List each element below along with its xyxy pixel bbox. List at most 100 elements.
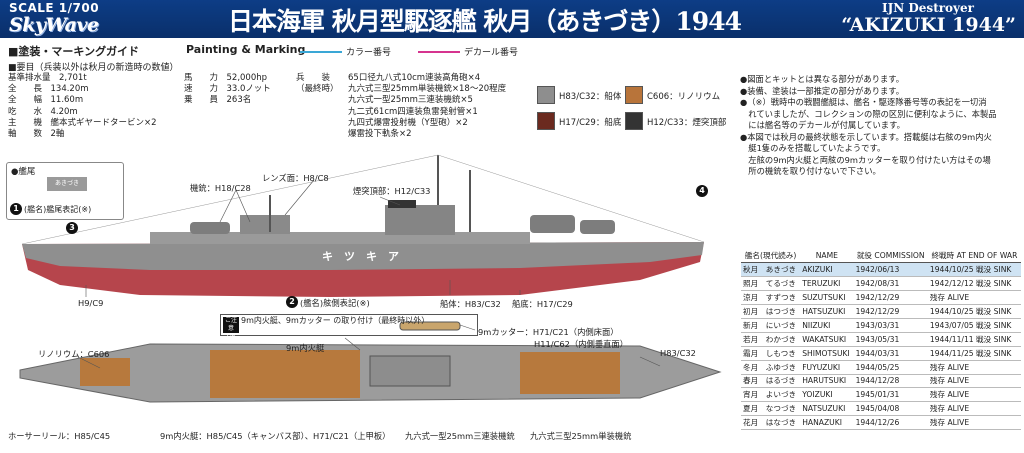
table-cell: 1942/08/31: [853, 276, 928, 292]
launch-color-label: 9m内火艇：H85/C45（キャンバス部）、H71/C21（上甲板）: [160, 431, 391, 441]
table-cell: 花月 はなづき: [741, 415, 801, 431]
callout-number-1: 1: [10, 203, 22, 215]
brand-logo: SkyWave: [9, 14, 99, 36]
col-header: NAME: [800, 249, 854, 264]
funnel-top-label: 煙突頂部：H12/C33: [353, 186, 431, 196]
table-cell: NATSUZUKI: [800, 401, 854, 417]
table-cell: 1944/10/25 戦没 SINK: [927, 262, 1021, 278]
cutter-label: 9mカッター：H71/C21（内側床面）: [478, 327, 619, 337]
callout-number-2: 2: [286, 296, 298, 308]
linoleum-deck: [80, 358, 130, 386]
bridge-shape: [240, 215, 290, 234]
table-cell: HARUTSUKI: [800, 374, 854, 389]
stern-label: ●艦尾: [11, 167, 36, 177]
deck-plan: [19, 321, 722, 403]
table-cell: 1943/03/31: [853, 318, 928, 333]
page-title: 日本海軍 秋月型駆逐艦 秋月（あきづき）1944: [228, 7, 742, 36]
spec-line: 軸 数 2軸: [8, 129, 65, 140]
note-line: ●装備、塗装は一部推定の部分があります。: [740, 85, 905, 96]
option-note: ご注意 OP 9m内火艇、9mカッター の取り付け（最終時以外）: [220, 314, 478, 340]
spec-line: 九六式一型25mm三連装機銃×5: [348, 95, 473, 106]
turret-shape: [530, 215, 575, 233]
swatch-hull: [537, 86, 555, 104]
hull-label: 船体：H83/C32: [440, 299, 501, 309]
spec-line: 九四式爆雷投射機（Y型砲）×2: [348, 117, 468, 128]
table-cell: 1945/04/08: [853, 401, 928, 417]
spec-line: 基準排水量 2,701t: [8, 73, 87, 83]
color-legend-label: カラー番号: [346, 48, 392, 58]
col-header: 艦名(現代読み): [741, 249, 801, 264]
spec-line: 主 機 艦本式ギヤードタービン×2: [8, 117, 157, 128]
table-cell: SHIMOTSUKI: [800, 346, 854, 361]
decal-legend-label: デカール番号: [464, 48, 519, 58]
table-cell: 宵月 よいづき: [741, 387, 801, 403]
table-cell: 残存 ALIVE: [927, 290, 1021, 306]
note-line: ●（※）戦時中の戦闘艦艇は、艦名・駆逐隊番号等の表記を一切消: [740, 97, 987, 107]
table-cell: TERUZUKI: [800, 276, 854, 292]
turret-shape: [580, 220, 615, 234]
spec-line: 爆雷投下軌条×2: [348, 129, 412, 140]
table-cell: 1944/05/25: [853, 360, 928, 375]
table-cell: 1944/11/11 戦没 SINK: [927, 332, 1021, 347]
launch-label: 9m内火艇: [286, 343, 325, 353]
spec-line: 九六式三型25mm単装機銃×18〜20程度: [348, 84, 507, 95]
painting-heading-en: Painting & Marking: [186, 43, 306, 56]
hull-name-decal: キ ツ キ ア: [322, 250, 399, 263]
specs-col1: 基準排水量 2,701t 全 長 134.20m 全 幅 11.60m 吃 水 …: [8, 73, 157, 140]
color-legend-line: [300, 51, 342, 53]
cutter-label-2: H11/C62（内側垂直面）: [534, 339, 629, 349]
spec-line: 馬 力 52,000hp: [184, 73, 268, 83]
deck-hull-label: H83/C32: [660, 348, 696, 358]
note-line: ●本図では秋月の最終状態を示しています。搭載艇は右舷の9m内火: [740, 131, 992, 142]
hose-reel-label: ホーサーリール：H85/C45: [8, 431, 111, 441]
spec-line: 65口径九八式10cm連装高角砲×4: [348, 73, 481, 83]
table-cell: 1943/05/31: [853, 332, 928, 347]
table-cell: 1944/11/25 戦没 SINK: [927, 346, 1021, 361]
note-line: ●図面とキットとは異なる部分があります。: [740, 74, 905, 84]
table-cell: 1942/12/29: [853, 290, 928, 306]
funnel: [385, 205, 455, 235]
table-cell: 若月 わかづき: [741, 332, 801, 347]
notes: ●図面とキットとは異なる部分があります。 ●装備、塗装は一部推定の部分があります…: [740, 74, 1020, 178]
swatch-hull-label: H83/C32：船体: [559, 92, 622, 102]
spec-line: 九二式61cm四連装魚雷発射管×1: [348, 106, 478, 117]
table-cell: AKIZUKI: [800, 262, 854, 278]
callout-number-4: 4: [696, 185, 708, 197]
table-cell: 秋月 あきづき: [741, 262, 801, 278]
table-cell: 照月 てるづき: [741, 276, 801, 292]
lens-label: レンズ面：H8/C8: [262, 173, 329, 183]
triple-mg-label: 九六式一型25mm三連装機銃: [405, 431, 515, 441]
table-cell: 1944/03/31: [853, 346, 928, 361]
title-en-line1: IJN Destroyer: [881, 1, 974, 15]
machinegun-label: 機銃：H18/C28: [190, 183, 251, 193]
table-cell: YOIZUKI: [800, 387, 854, 403]
spec-line: （最終時）: [296, 84, 339, 95]
option-badge: ご注意 OP: [223, 317, 239, 340]
table-cell: 1942/06/13: [853, 262, 928, 278]
note-line: 艇1隻のみを搭載していたようです。: [740, 143, 886, 153]
header-banner: SCALE 1/700 SkyWave 日本海軍 秋月型駆逐艦 秋月（あきづき）…: [0, 0, 1024, 38]
table-cell: 残存 ALIVE: [927, 415, 1021, 431]
spec-line: 乗 員 263名: [184, 95, 252, 106]
table-header: 艦名(現代読み) NAME 就役 COMMISSION 終戦時 AT END O…: [741, 249, 1021, 264]
decal-legend-line: [418, 51, 460, 53]
table-cell: 新月 にいづき: [741, 318, 801, 333]
rigging: [21, 154, 439, 245]
specs-col2: 馬 力 52,000hp 速 力 33.0ノット 乗 員 263名: [184, 73, 271, 107]
swatch-linoleum: [625, 86, 643, 104]
table-cell: 1943/07/05 戦没 SINK: [927, 318, 1021, 333]
col-header: 就役 COMMISSION: [853, 249, 928, 264]
table-cell: WAKATSUKI: [800, 332, 854, 347]
single-mg-label: 九六式三型25mm単装機銃: [530, 431, 632, 441]
table-cell: 残存 ALIVE: [927, 360, 1021, 375]
callout-number-3: 3: [66, 222, 78, 234]
spec-line: 吃 水 4.20m: [8, 106, 78, 117]
